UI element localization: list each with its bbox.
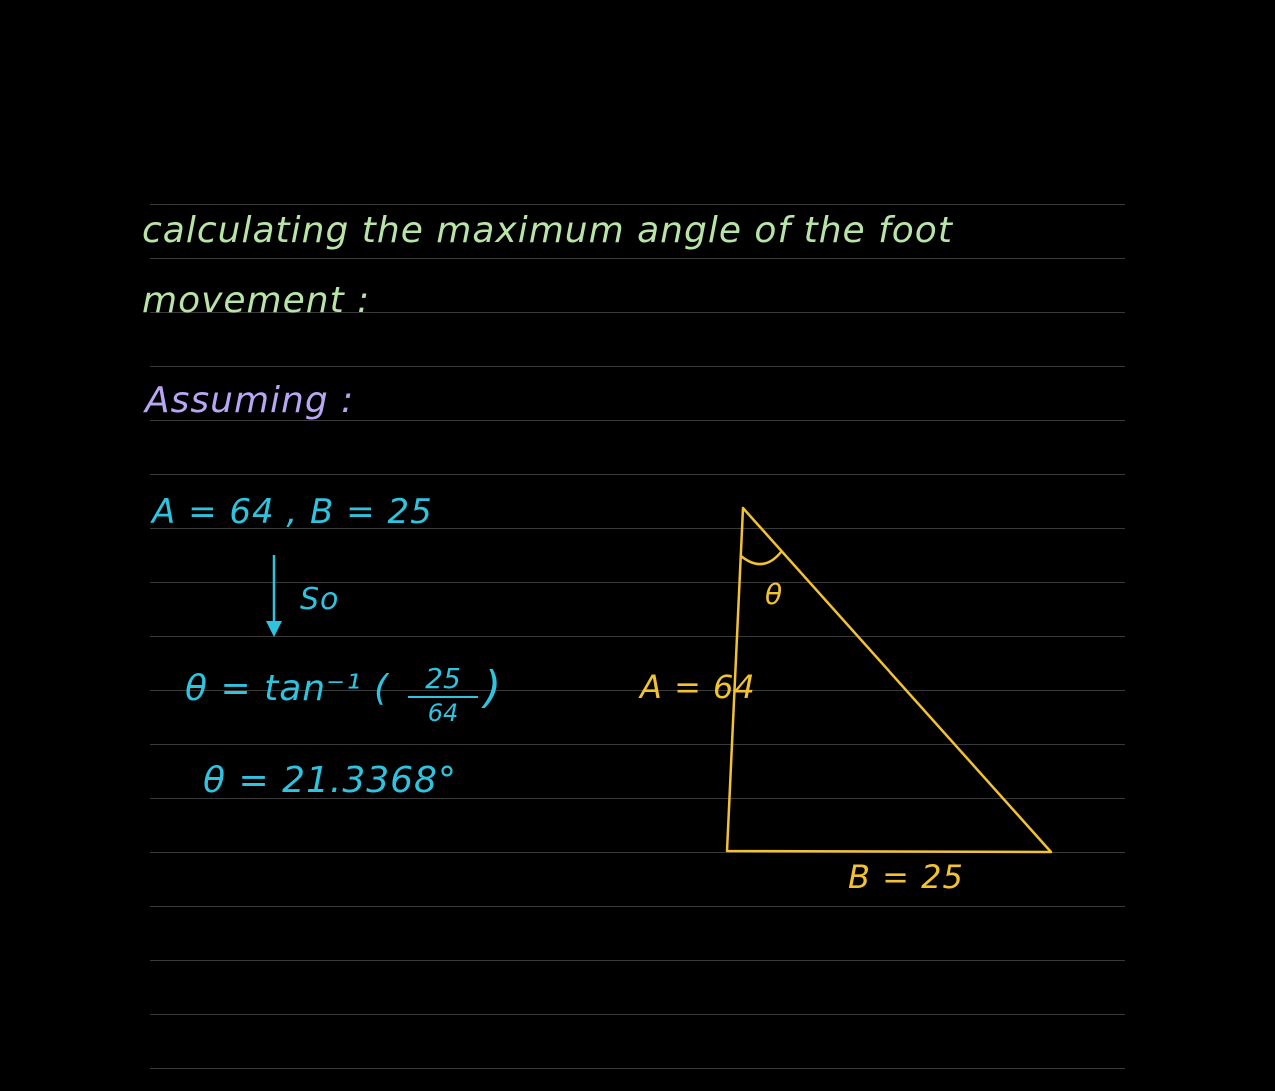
triangle-outline <box>725 506 1053 854</box>
down-arrow-icon <box>266 555 282 637</box>
side-b-label: B = 25 <box>848 858 964 896</box>
assuming-label: Assuming : <box>145 380 355 421</box>
heading-line-1: calculating the maximum angle of the foo… <box>142 210 953 251</box>
ruled-line <box>150 1068 1125 1069</box>
ruled-line <box>150 420 1125 421</box>
arrow-head <box>266 621 282 637</box>
ruled-line <box>150 528 1125 529</box>
ruled-line <box>150 960 1125 961</box>
ruled-line <box>150 204 1125 205</box>
ruled-line <box>150 636 1125 637</box>
formula-prefix: θ = tan⁻¹ ( <box>185 668 389 709</box>
so-label: So <box>300 582 340 617</box>
fraction-denominator: 64 <box>427 699 459 727</box>
ruled-line <box>150 852 1125 853</box>
ruled-line <box>150 1014 1125 1015</box>
fraction: 25 64 <box>408 664 478 726</box>
ruled-line <box>150 798 1125 799</box>
ruled-line <box>150 582 1125 583</box>
fraction-bar <box>408 696 478 698</box>
ruled-line <box>150 744 1125 745</box>
formula-suffix: ) <box>484 662 503 713</box>
side-a-label: A = 64 <box>640 668 756 706</box>
angle-theta-label: θ <box>765 578 784 611</box>
given-values: A = 64 , B = 25 <box>152 492 433 532</box>
result-line: θ = 21.3368° <box>203 760 457 801</box>
ruled-line <box>150 312 1125 313</box>
angle-arc <box>740 551 782 566</box>
heading-line-2: movement : <box>142 280 371 321</box>
ruled-line <box>150 258 1125 259</box>
ruled-line <box>150 366 1125 367</box>
ruled-line <box>150 474 1125 475</box>
ruled-line <box>150 690 1125 691</box>
fraction-numerator: 25 <box>425 662 461 695</box>
ruled-line <box>150 906 1125 907</box>
